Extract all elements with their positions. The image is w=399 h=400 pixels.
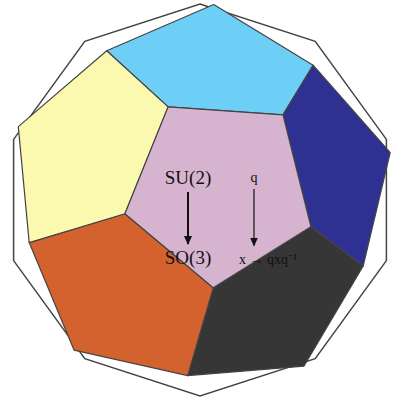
formula-node: x → qxq⁻¹ bbox=[239, 249, 297, 268]
formula-text: q bbox=[251, 170, 258, 186]
formula-text: SU(2) bbox=[165, 167, 211, 189]
map-arrow bbox=[187, 192, 189, 244]
formula-text: x → qxq⁻¹ bbox=[239, 249, 297, 268]
formula-node: q bbox=[251, 170, 258, 186]
formula-node: SO(3) bbox=[165, 247, 211, 269]
formula-node: SU(2) bbox=[165, 167, 211, 189]
map-arrow bbox=[253, 189, 254, 246]
front-face bbox=[125, 107, 311, 288]
formula-text: SO(3) bbox=[165, 247, 211, 269]
